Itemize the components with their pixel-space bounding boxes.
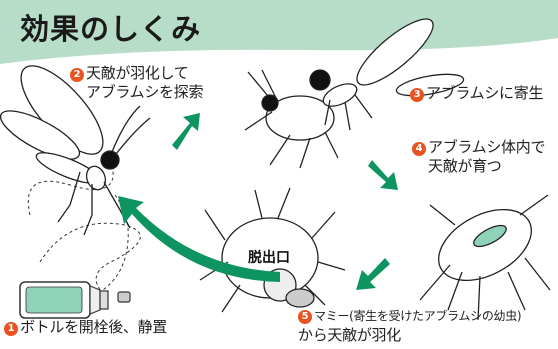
step-2-text-line2: アブラムシを探索 xyxy=(86,83,204,101)
arrow-to-step5 xyxy=(356,258,390,290)
step-number-badge: 5 xyxy=(298,310,312,324)
step-number-badge: 1 xyxy=(4,322,18,336)
page-title: 効果のしくみ xyxy=(20,12,202,46)
exit-hole-label: 脱出口 xyxy=(248,250,290,266)
arrow-to-step2 xyxy=(118,196,280,282)
flight-path xyxy=(39,222,141,301)
step-2-text-line1: 天敵が羽化して xyxy=(86,64,189,82)
flight-path xyxy=(27,164,114,216)
parasitizing-icon xyxy=(244,18,465,169)
arrow-to-step4 xyxy=(368,160,398,190)
step-3-text: アブラムシに寄生 xyxy=(426,84,544,102)
arrow-to-step3 xyxy=(172,113,200,150)
step-1-text: ボトルを開栓後、静置 xyxy=(20,318,168,336)
wasp-icon xyxy=(0,65,151,236)
step-5-text-line1: マミー(寄生を受けたアブラムシの幼虫) xyxy=(314,309,522,323)
aphid-larva-icon xyxy=(419,194,551,321)
bottle-icon xyxy=(19,281,131,319)
step-4-text-line1: アブラムシ体内で xyxy=(428,138,546,156)
step-number-badge: 2 xyxy=(70,68,84,82)
step-5-text-line2: から天敵が羽化 xyxy=(298,326,401,344)
step-number-badge: 4 xyxy=(412,142,426,156)
step-number-badge: 3 xyxy=(410,88,424,102)
step-4-text-line2: 天敵が育つ xyxy=(428,157,502,175)
